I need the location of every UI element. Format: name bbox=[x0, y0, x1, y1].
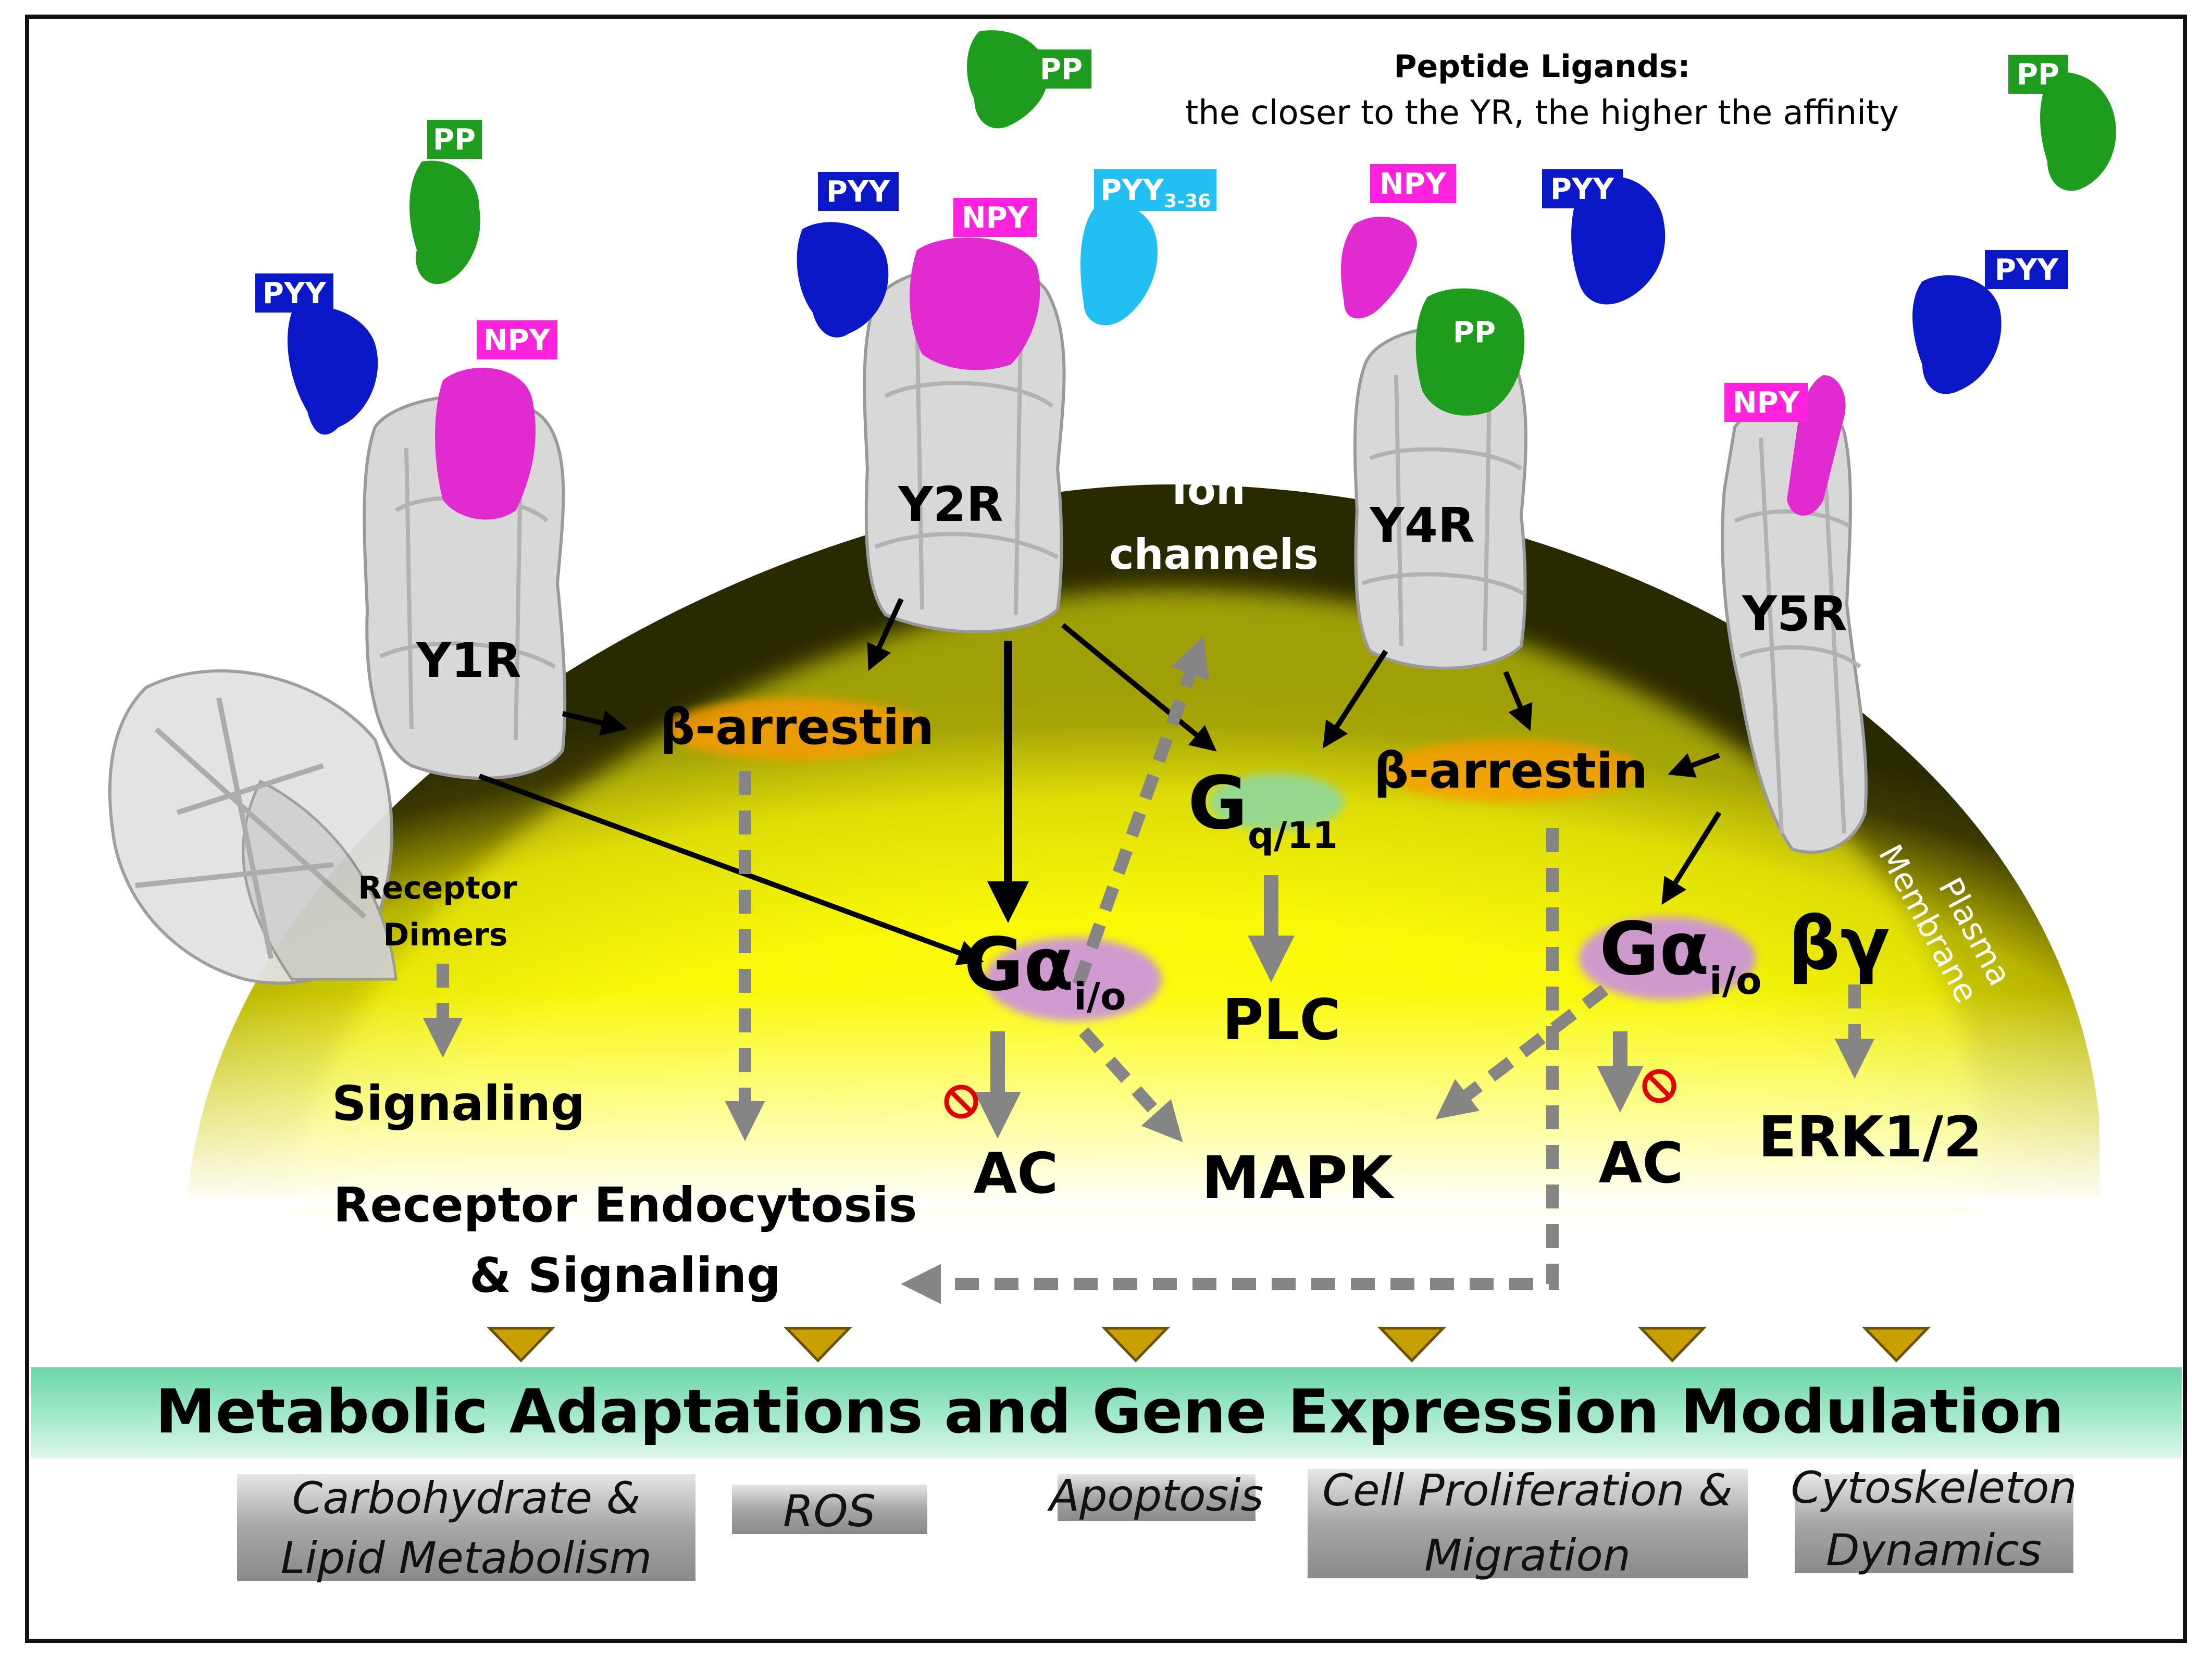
tag-y2-pyy336 bbox=[1094, 169, 1216, 211]
erk-label: ERK1/2 bbox=[1758, 1105, 1982, 1170]
node-glows bbox=[667, 698, 1756, 1021]
gai-left-label: Gαi/o bbox=[964, 923, 1126, 1018]
receptor-label-y4r: Y4R bbox=[1369, 497, 1474, 553]
prohibition-icon bbox=[1642, 1069, 1676, 1103]
y2-pyy336-ligand bbox=[1080, 204, 1158, 326]
y2-pp-ligand bbox=[967, 30, 1048, 129]
beta-gamma-label: βγ bbox=[1788, 902, 1890, 987]
chevron-down-icon bbox=[1377, 1327, 1446, 1363]
tag-y1-pp bbox=[427, 120, 482, 159]
tag-y4-npy bbox=[1370, 164, 1456, 203]
outcome-box-cytoskeleton bbox=[1795, 1474, 2073, 1573]
outcome-box-carb bbox=[237, 1474, 695, 1581]
tag-y1-pyy bbox=[255, 273, 333, 313]
receptor-y1r: Y1R bbox=[363, 368, 567, 780]
svg-text:NPY: NPY bbox=[1733, 386, 1800, 420]
svg-text:Migration: Migration bbox=[1424, 1530, 1631, 1581]
ion-channels-label-2: channels bbox=[1109, 530, 1319, 579]
chevron-down-icon bbox=[784, 1327, 852, 1363]
outcome-box-proliferation bbox=[1308, 1469, 1748, 1578]
legend-title: Peptide Ligands: bbox=[1394, 48, 1690, 85]
y5-pp-ligand bbox=[2040, 72, 2116, 191]
outcome-boxes: Carbohydrate & Lipid Metabolism ROS Apop… bbox=[237, 1462, 2077, 1584]
banner-title: Metabolic Adaptations and Gene Expressio… bbox=[155, 1377, 2064, 1447]
tag-y5-pp bbox=[2008, 55, 2068, 94]
svg-text:PYY: PYY bbox=[263, 277, 327, 310]
y1-pp-ligand bbox=[409, 160, 480, 284]
solid-arrows bbox=[478, 597, 1722, 966]
prohibition-icon bbox=[944, 1084, 978, 1119]
tag-y2-pyy336-text: PYY3-36 bbox=[1100, 173, 1211, 212]
chevron-row bbox=[487, 1327, 1931, 1363]
mapk-label: MAPK bbox=[1201, 1144, 1395, 1212]
svg-text:Dynamics: Dynamics bbox=[1826, 1525, 2042, 1576]
svg-text:Cytoskeleton: Cytoskeleton bbox=[1791, 1462, 2077, 1513]
svg-text:NPY: NPY bbox=[962, 201, 1029, 235]
tag-y4-pp bbox=[1443, 313, 1506, 352]
dashed-arrows bbox=[422, 636, 1875, 1304]
receptor-label-y1r: Y1R bbox=[416, 633, 521, 689]
svg-text:PP: PP bbox=[2017, 58, 2059, 92]
chevron-down-icon bbox=[1862, 1327, 1931, 1363]
svg-text:PYY: PYY bbox=[826, 175, 891, 209]
receptor-dimer-structure bbox=[108, 669, 397, 985]
endocytosis-label: Receptor Endocytosis bbox=[333, 1177, 917, 1233]
y2-pyy-ligand bbox=[797, 222, 889, 338]
svg-text:Lipid Metabolism: Lipid Metabolism bbox=[281, 1532, 652, 1584]
gq11-label: Gq/11 bbox=[1188, 761, 1338, 857]
svg-text:Cell Proliferation &: Cell Proliferation & bbox=[1322, 1465, 1732, 1516]
receptor-label-y2r: Y2R bbox=[898, 477, 1003, 532]
svg-text:PYY: PYY bbox=[1550, 172, 1615, 206]
chevron-down-icon bbox=[1101, 1327, 1170, 1363]
tag-y5-pyy bbox=[1985, 250, 2068, 289]
svg-text:PP: PP bbox=[1453, 316, 1496, 350]
signaling-nodes: Ion channels β-arrestin β-arrestin Gq/11… bbox=[332, 466, 1982, 1303]
svg-text:PYY: PYY bbox=[1995, 253, 2059, 287]
chevron-down-icon bbox=[487, 1327, 555, 1363]
tag-y1-npy bbox=[477, 320, 557, 359]
svg-text:Carbohydrate &: Carbohydrate & bbox=[292, 1473, 640, 1524]
svg-text:PP: PP bbox=[1040, 53, 1083, 86]
svg-text:NPY: NPY bbox=[1380, 167, 1447, 201]
receptor-label-y5r: Y5R bbox=[1742, 586, 1847, 642]
legend-subtitle: the closer to the YR, the higher the aff… bbox=[1185, 94, 1899, 132]
tag-y5-npy bbox=[1724, 383, 1808, 422]
svg-text:PP: PP bbox=[433, 123, 476, 157]
y4-npy-ligand bbox=[1341, 216, 1417, 319]
beta-arrestin-left: β-arrestin bbox=[660, 699, 934, 756]
tag-y2-pp bbox=[1032, 49, 1091, 89]
y1r-bound-npy bbox=[435, 368, 536, 520]
outcome-banner: Metabolic Adaptations and Gene Expressio… bbox=[31, 1367, 2182, 1458]
tag-y4-pyy bbox=[1542, 169, 1623, 208]
y2r-bound-npy bbox=[910, 238, 1040, 370]
chevron-down-icon bbox=[1638, 1327, 1707, 1363]
receptor-y2r: Y2R bbox=[863, 238, 1066, 633]
receptor-y4r: Y4R bbox=[1353, 288, 1527, 670]
ligand-legend: Peptide Ligands: the closer to the YR, t… bbox=[1185, 48, 1899, 132]
svg-text:NPY: NPY bbox=[483, 323, 551, 357]
signaling-label: Signaling bbox=[332, 1076, 585, 1131]
ac-left-label: AC bbox=[974, 1141, 1059, 1206]
tag-y2-npy bbox=[953, 198, 1037, 237]
plc-label: PLC bbox=[1222, 988, 1340, 1053]
receptor-dimers-label: Receptor bbox=[358, 870, 517, 906]
y5-pyy-ligand bbox=[1912, 275, 2002, 394]
tag-y2-pyy bbox=[818, 172, 899, 211]
ligand-tags: PP PYY NPY PP PYY NPY PYY3-36 NPY PYY PP… bbox=[255, 49, 2068, 422]
beta-arrestin-right: β-arrestin bbox=[1374, 743, 1648, 800]
gray-solid-arrows bbox=[974, 875, 1644, 1139]
outcome-box-apoptosis bbox=[1058, 1474, 1256, 1521]
receptor-dimers-label-2: Dimers bbox=[383, 917, 508, 953]
outcome-box-ros bbox=[732, 1485, 927, 1534]
endocytosis-label-2: & Signaling bbox=[469, 1248, 781, 1303]
ion-channels-label: Ion bbox=[1172, 466, 1246, 514]
svg-text:ROS: ROS bbox=[783, 1486, 876, 1537]
ac-right-label: AC bbox=[1599, 1131, 1684, 1196]
gai-right-label: Gαi/o bbox=[1599, 907, 1762, 1003]
svg-text:Apoptosis: Apoptosis bbox=[1047, 1470, 1264, 1521]
y1-pyy-ligand bbox=[287, 306, 378, 435]
